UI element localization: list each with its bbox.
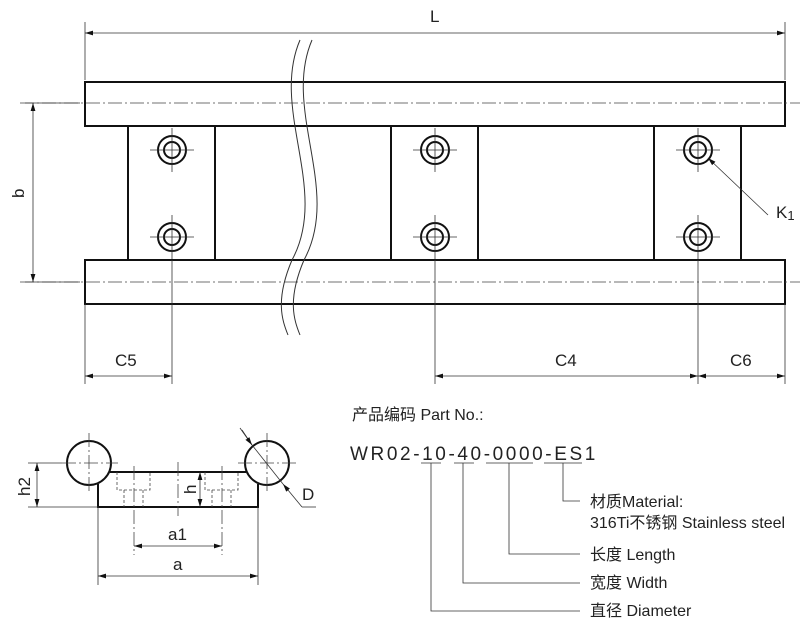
bolt-holes xyxy=(150,128,720,259)
dim-a1: a1 xyxy=(168,525,187,544)
legend-material: 材质Material: xyxy=(590,493,683,511)
legend-diameter: 直径 Diameter xyxy=(590,602,692,620)
dim-C4: C4 xyxy=(555,351,577,370)
dim-h: h xyxy=(181,485,200,494)
break-line xyxy=(280,39,306,336)
part-number-legend: 产品编码 Part No.: WR02-10-40-0000-ES1 材质Mat… xyxy=(350,406,785,620)
top-view: L b K1 C5 C4 C6 xyxy=(9,7,800,384)
dim-C5: C5 xyxy=(115,351,137,370)
rung-blocks xyxy=(127,125,742,261)
dim-b: b xyxy=(9,189,28,198)
legend-material-value: 316Ti不锈钢 Stainless steel xyxy=(590,514,785,532)
top-rod xyxy=(84,81,786,127)
dim-h2: h2 xyxy=(15,477,34,496)
legend-width: 宽度 Width xyxy=(590,574,667,592)
dim-C6: C6 xyxy=(730,351,752,370)
dim-L: L xyxy=(430,7,439,26)
side-view: h2 h a1 a D xyxy=(15,427,316,585)
part-number-heading: 产品编码 Part No.: xyxy=(352,406,484,424)
dim-K1: K1 xyxy=(776,203,795,223)
part-number-code: WR02-10-40-0000-ES1 xyxy=(350,444,598,465)
legend-length: 长度 Length xyxy=(590,546,675,564)
dim-a: a xyxy=(173,555,183,574)
dim-D: D xyxy=(302,485,314,504)
